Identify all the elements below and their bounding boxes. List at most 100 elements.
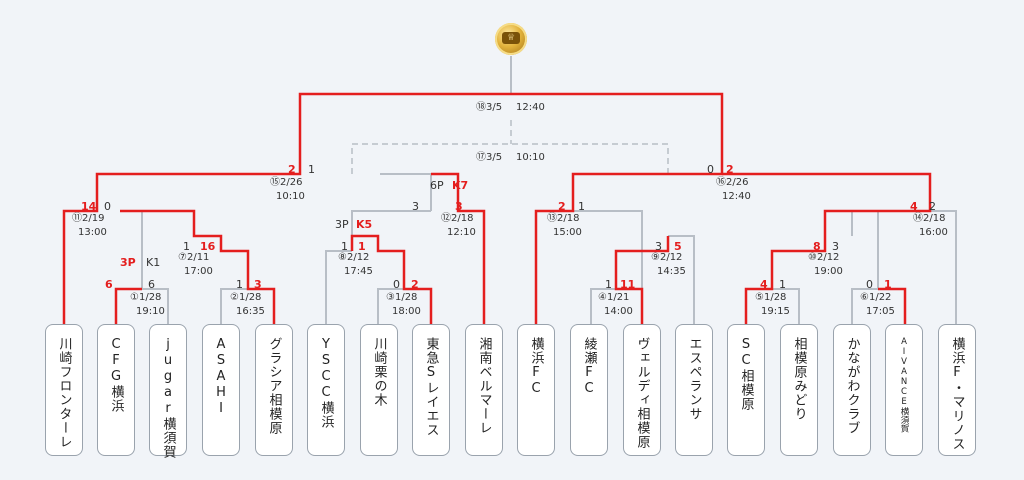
score-right: 2 — [726, 163, 734, 176]
score-left: 1 — [236, 278, 243, 291]
match-time: 19:10 — [136, 306, 165, 317]
match-time: 17:45 — [344, 266, 373, 277]
score-right: 1 — [308, 163, 315, 176]
match-number: ④1/21 — [598, 292, 630, 303]
match-number: ②1/28 — [230, 292, 262, 303]
score-left: 6 — [105, 278, 113, 291]
team-name: 横浜F・マリノス — [949, 337, 965, 451]
team-name: 相模原みどり — [791, 337, 807, 421]
match-time: 12:40 — [516, 102, 545, 113]
team-card[interactable]: 川崎フロンターレ — [45, 324, 83, 456]
team-name: ASAHI — [213, 337, 229, 417]
match-time: 14:00 — [604, 306, 633, 317]
match-time: 12:40 — [722, 191, 751, 202]
score-right: 3 — [455, 200, 463, 213]
score-right: 0 — [104, 200, 111, 213]
score-right: 3 — [254, 278, 262, 291]
score-right: 3 — [832, 240, 839, 253]
team-card[interactable]: 横浜F・マリノス — [938, 324, 976, 456]
match-time: 17:05 — [866, 306, 895, 317]
team-card[interactable]: ヴェルディ相模原 — [623, 324, 661, 456]
team-name: エスペランサ — [686, 337, 702, 421]
trophy-icon: ♕ — [495, 23, 527, 55]
match-time: 19:15 — [761, 306, 790, 317]
team-card[interactable]: 綾瀬FC — [570, 324, 608, 456]
team-card[interactable]: かながわクラブ — [833, 324, 871, 456]
score-right: 16 — [200, 240, 216, 253]
team-name: SC相模原 — [738, 337, 754, 411]
match-time: 16:35 — [236, 306, 265, 317]
score-left: 4 — [760, 278, 768, 291]
team-name: YSCC横浜 — [318, 337, 334, 429]
score-left: 0 — [393, 278, 400, 291]
score-left: 2 — [288, 163, 296, 176]
match-number: ⑩2/12 — [808, 252, 840, 263]
bracket-lines-red — [62, 92, 932, 324]
score-left: 4 — [910, 200, 918, 213]
bracket-lines-grey — [120, 56, 957, 324]
match-time: 10:10 — [276, 191, 305, 202]
team-card[interactable]: ASAHI — [202, 324, 240, 456]
match-number: ⑤1/28 — [755, 292, 787, 303]
team-name: グラシア相模原 — [266, 337, 282, 435]
team-card[interactable]: グラシア相模原 — [255, 324, 293, 456]
score-right: 1 — [358, 240, 366, 253]
team-name: 東急Sレイエス — [423, 337, 439, 437]
match-number: ⑬2/18 — [547, 213, 580, 224]
pk-score: K7 — [452, 179, 469, 192]
team-card[interactable]: 湘南ベルマーレ — [465, 324, 503, 456]
team-card[interactable]: 相模原みどり — [780, 324, 818, 456]
match-time: 13:00 — [78, 227, 107, 238]
match-number: ⑥1/22 — [860, 292, 892, 303]
team-name: 川崎栗の木 — [371, 337, 387, 407]
team-card[interactable]: 川崎栗の木 — [360, 324, 398, 456]
score-left: 1 — [183, 240, 190, 253]
match-number: ⑨2/12 — [651, 252, 683, 263]
match-time: 15:00 — [553, 227, 582, 238]
pk-score: 3P — [120, 256, 136, 269]
trophy-label: ♕ — [502, 32, 520, 44]
score-left: 14 — [81, 200, 97, 213]
score-right: 1 — [884, 278, 892, 291]
team-name: 川崎フロンターレ — [56, 337, 72, 449]
score-right: 5 — [674, 240, 682, 253]
score-left: 3 — [412, 200, 419, 213]
team-card[interactable]: AIVANCE横須賀 — [885, 324, 923, 456]
team-card[interactable]: 東急Sレイエス — [412, 324, 450, 456]
team-name: AIVANCE横須賀 — [899, 337, 909, 433]
pk-score: 3P — [335, 218, 349, 231]
team-name: CFG横浜 — [108, 337, 124, 413]
team-card[interactable]: SC相模原 — [727, 324, 765, 456]
match-number: ③1/28 — [386, 292, 418, 303]
score-left: 0 — [707, 163, 714, 176]
team-name: jugar横須賀 — [160, 337, 176, 459]
score-left: 1 — [341, 240, 348, 253]
team-card[interactable]: YSCC横浜 — [307, 324, 345, 456]
score-left: 1 — [605, 278, 612, 291]
score-left: 0 — [866, 278, 873, 291]
score-right: 1 — [779, 278, 786, 291]
match-time: 10:10 — [516, 152, 545, 163]
match-number: ⑧2/12 — [338, 252, 370, 263]
match-number: ⑭2/18 — [913, 213, 946, 224]
match-number: ①1/28 — [130, 292, 162, 303]
match-time: 19:00 — [814, 266, 843, 277]
score-left: 2 — [558, 200, 566, 213]
team-card[interactable]: CFG横浜 — [97, 324, 135, 456]
team-card[interactable]: 横浜FC — [517, 324, 555, 456]
team-card[interactable]: jugar横須賀 — [149, 324, 187, 459]
match-number: ⑯2/26 — [716, 177, 749, 188]
team-name: ヴェルディ相模原 — [634, 337, 650, 449]
pk-score: 6P — [430, 179, 444, 192]
match-time: 16:00 — [919, 227, 948, 238]
match-time: 17:00 — [184, 266, 213, 277]
team-card[interactable]: エスペランサ — [675, 324, 713, 456]
score-right: 2 — [411, 278, 419, 291]
score-right: 2 — [929, 200, 936, 213]
score-left: 8 — [813, 240, 821, 253]
team-name: かながわクラブ — [844, 337, 860, 435]
score-right: 1 — [578, 200, 585, 213]
pk-score: K5 — [356, 218, 373, 231]
match-number: ⑪2/19 — [72, 213, 105, 224]
